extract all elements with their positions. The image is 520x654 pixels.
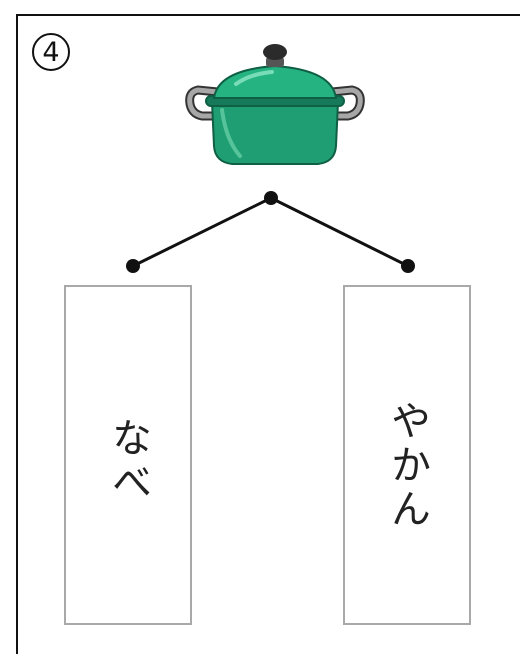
connector-line-left xyxy=(132,196,272,268)
picture-dot[interactable] xyxy=(264,191,278,205)
choice-dot-left[interactable] xyxy=(126,259,140,273)
choice-card-yakan[interactable]: やかん xyxy=(343,285,471,625)
connector-line-right xyxy=(270,196,409,268)
question-number-badge: 4 xyxy=(32,33,70,71)
pot-picture xyxy=(180,40,370,174)
worksheet-frame xyxy=(16,14,520,654)
question-number: 4 xyxy=(42,36,60,68)
choice-label-yakan: やかん xyxy=(384,400,430,532)
choice-dot-right[interactable] xyxy=(401,259,415,273)
choice-label-nabe: なべ xyxy=(105,417,151,505)
pot-icon xyxy=(185,44,365,165)
choice-card-nabe[interactable]: なべ xyxy=(64,285,192,625)
